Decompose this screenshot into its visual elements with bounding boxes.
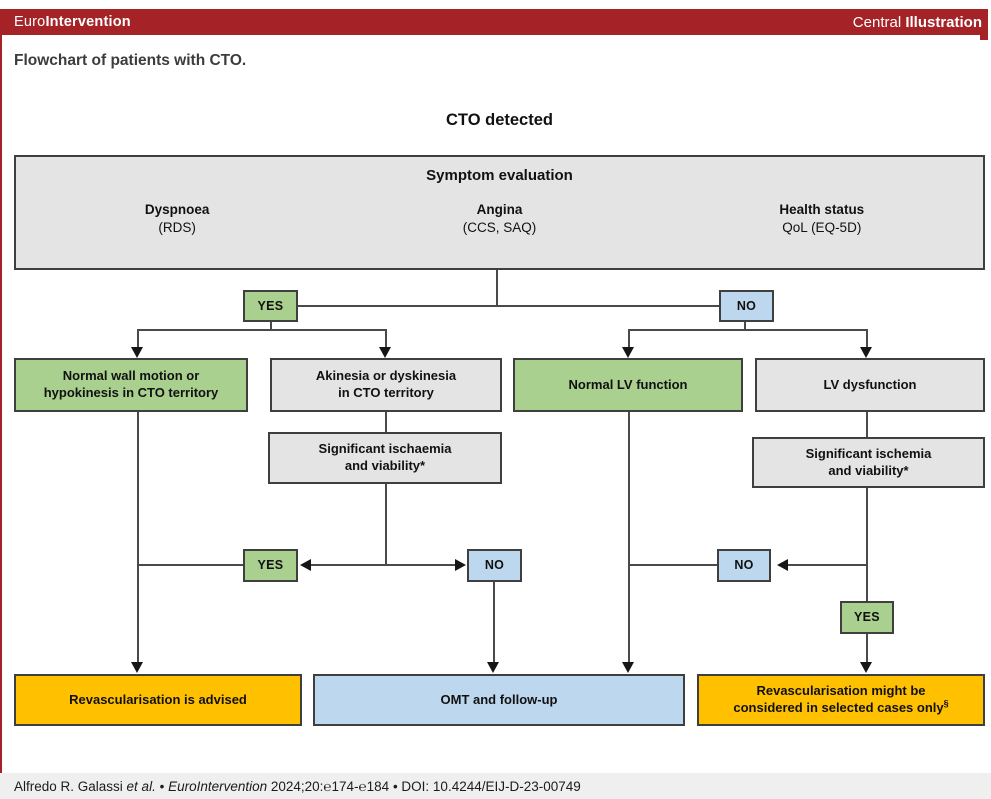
central-illustration-label: Central Illustration [853, 14, 982, 31]
symptom-col-dyspnoea: Dyspnoea (RDS) [16, 201, 338, 237]
node-symptom-evaluation: Symptom evaluation Dyspnoea (RDS) Angina… [14, 155, 985, 270]
node-significant-ischaemia-left: Significant ischaemia and viability* [268, 432, 502, 484]
node-normal-wall-motion: Normal wall motion or hypokinesis in CTO… [14, 358, 248, 412]
arrowhead-to-no-mid-left [455, 559, 466, 571]
connector-yes-stub [270, 322, 272, 331]
arrowhead-to-omt-left [487, 662, 499, 673]
footer-journal-name: EuroIntervention [168, 778, 268, 794]
node-yes-mid-right: YES [840, 601, 894, 634]
footer-citation: 2024;20:℮174-℮184 [267, 778, 390, 794]
footer-doi: DOI: 10.4244/EIJ-D-23-00749 [401, 778, 581, 794]
connector-no-stub [744, 322, 746, 331]
arrowhead-to-normal-lv [622, 347, 634, 358]
arrowhead-to-normal-wall [131, 347, 143, 358]
journal-logo-bold: Intervention [45, 14, 131, 30]
symptom-columns: Dyspnoea (RDS) Angina (CCS, SAQ) Health … [16, 201, 983, 237]
node-normal-lv-function: Normal LV function [513, 358, 743, 412]
selected-cases-line1: Revascularisation might be [756, 683, 926, 699]
central-label-regular: Central [852, 13, 906, 31]
symptom-col-health-status: Health status QoL (EQ-5D) [661, 201, 983, 237]
connector-to-no-mid-right [628, 564, 717, 566]
connector-ischaemia-right-arm [385, 564, 455, 566]
symptom-col-angina: Angina (CCS, SAQ) [338, 201, 660, 237]
connector-branch-horizontal [298, 305, 719, 307]
connector-no-mid-left-down [493, 582, 495, 663]
connector-ischaemia-left-down [385, 484, 387, 566]
connector-lv-dysfunction-stub [866, 412, 868, 437]
col-sub: (CCS, SAQ) [462, 220, 537, 236]
footer-bullet: • [389, 778, 402, 794]
citation-footer: Alfredo R. Galassi et al. • EuroInterven… [0, 773, 991, 799]
journal-logo-regular: Euro [14, 14, 46, 30]
section-reference-mark: § [943, 698, 949, 709]
node-omt-follow-up: OMT and follow-up [313, 674, 685, 726]
col-label: Health status [779, 202, 865, 217]
connector-yes-right-drop [385, 329, 387, 349]
journal-header-bar: EuroIntervention Central Illustration [0, 9, 988, 35]
col-label: Dyspnoea [144, 202, 210, 217]
arrowhead-to-yes-mid-left [300, 559, 311, 571]
arrowhead-to-akinesia [379, 347, 391, 358]
left-accent-rule [0, 9, 2, 799]
connector-ischaemia-left-arm [311, 564, 386, 566]
connector-root-stub [496, 270, 498, 307]
node-revascularisation-advised: Revascularisation is advised [14, 674, 302, 726]
connector-normal-wall-down [137, 412, 139, 663]
selected-cases-line2: considered in selected cases only§ [733, 698, 949, 715]
connector-yes-mid-right-down [866, 634, 868, 663]
connector-akinesia-stub [385, 412, 387, 432]
node-revascularisation-selected-cases: Revascularisation might be considered in… [697, 674, 985, 726]
node-no-mid-right: NO [717, 549, 771, 582]
footer-et-al: et al. [126, 778, 156, 794]
figure-title: Flowchart of patients with CTO. [14, 52, 247, 69]
node-yes-top: YES [243, 290, 298, 322]
connector-no-split [628, 329, 868, 331]
connector-no-right-drop [866, 329, 868, 349]
node-akinesia-dyskinesia: Akinesia or dyskinesia in CTO territory [270, 358, 502, 412]
node-yes-mid-left: YES [243, 549, 298, 582]
col-sub: (RDS) [158, 220, 196, 236]
header-corner-tab [980, 35, 988, 40]
arrowhead-to-revascularisation [131, 662, 143, 673]
footer-bullet: • [155, 778, 169, 794]
connector-no-left-drop [628, 329, 630, 349]
journal-logo: EuroIntervention [14, 14, 131, 30]
arrowhead-to-lv-dysfunction [860, 347, 872, 358]
connector-to-yes-mid-left [137, 564, 243, 566]
node-no-top: NO [719, 290, 774, 322]
connector-yes-split [137, 329, 387, 331]
arrowhead-to-omt-right [622, 662, 634, 673]
node-lv-dysfunction: LV dysfunction [755, 358, 985, 412]
connector-yes-left-drop [137, 329, 139, 349]
connector-normal-lv-down [628, 412, 630, 663]
col-label: Angina [476, 202, 523, 217]
node-no-mid-left: NO [467, 549, 522, 582]
col-sub: QoL (EQ-5D) [782, 220, 862, 236]
node-cto-detected: CTO detected [446, 111, 553, 129]
connector-ischemia-right-down [866, 488, 868, 601]
connector-ischemia-right-arm-left [788, 564, 867, 566]
footer-authors: Alfredo R. Galassi [14, 778, 127, 794]
central-label-bold: Illustration [905, 13, 982, 31]
arrowhead-to-selected-cases [860, 662, 872, 673]
node-significant-ischemia-right: Significant ischemia and viability* [752, 437, 985, 488]
symptom-evaluation-title: Symptom evaluation [426, 167, 573, 184]
arrowhead-to-no-mid-right [777, 559, 788, 571]
